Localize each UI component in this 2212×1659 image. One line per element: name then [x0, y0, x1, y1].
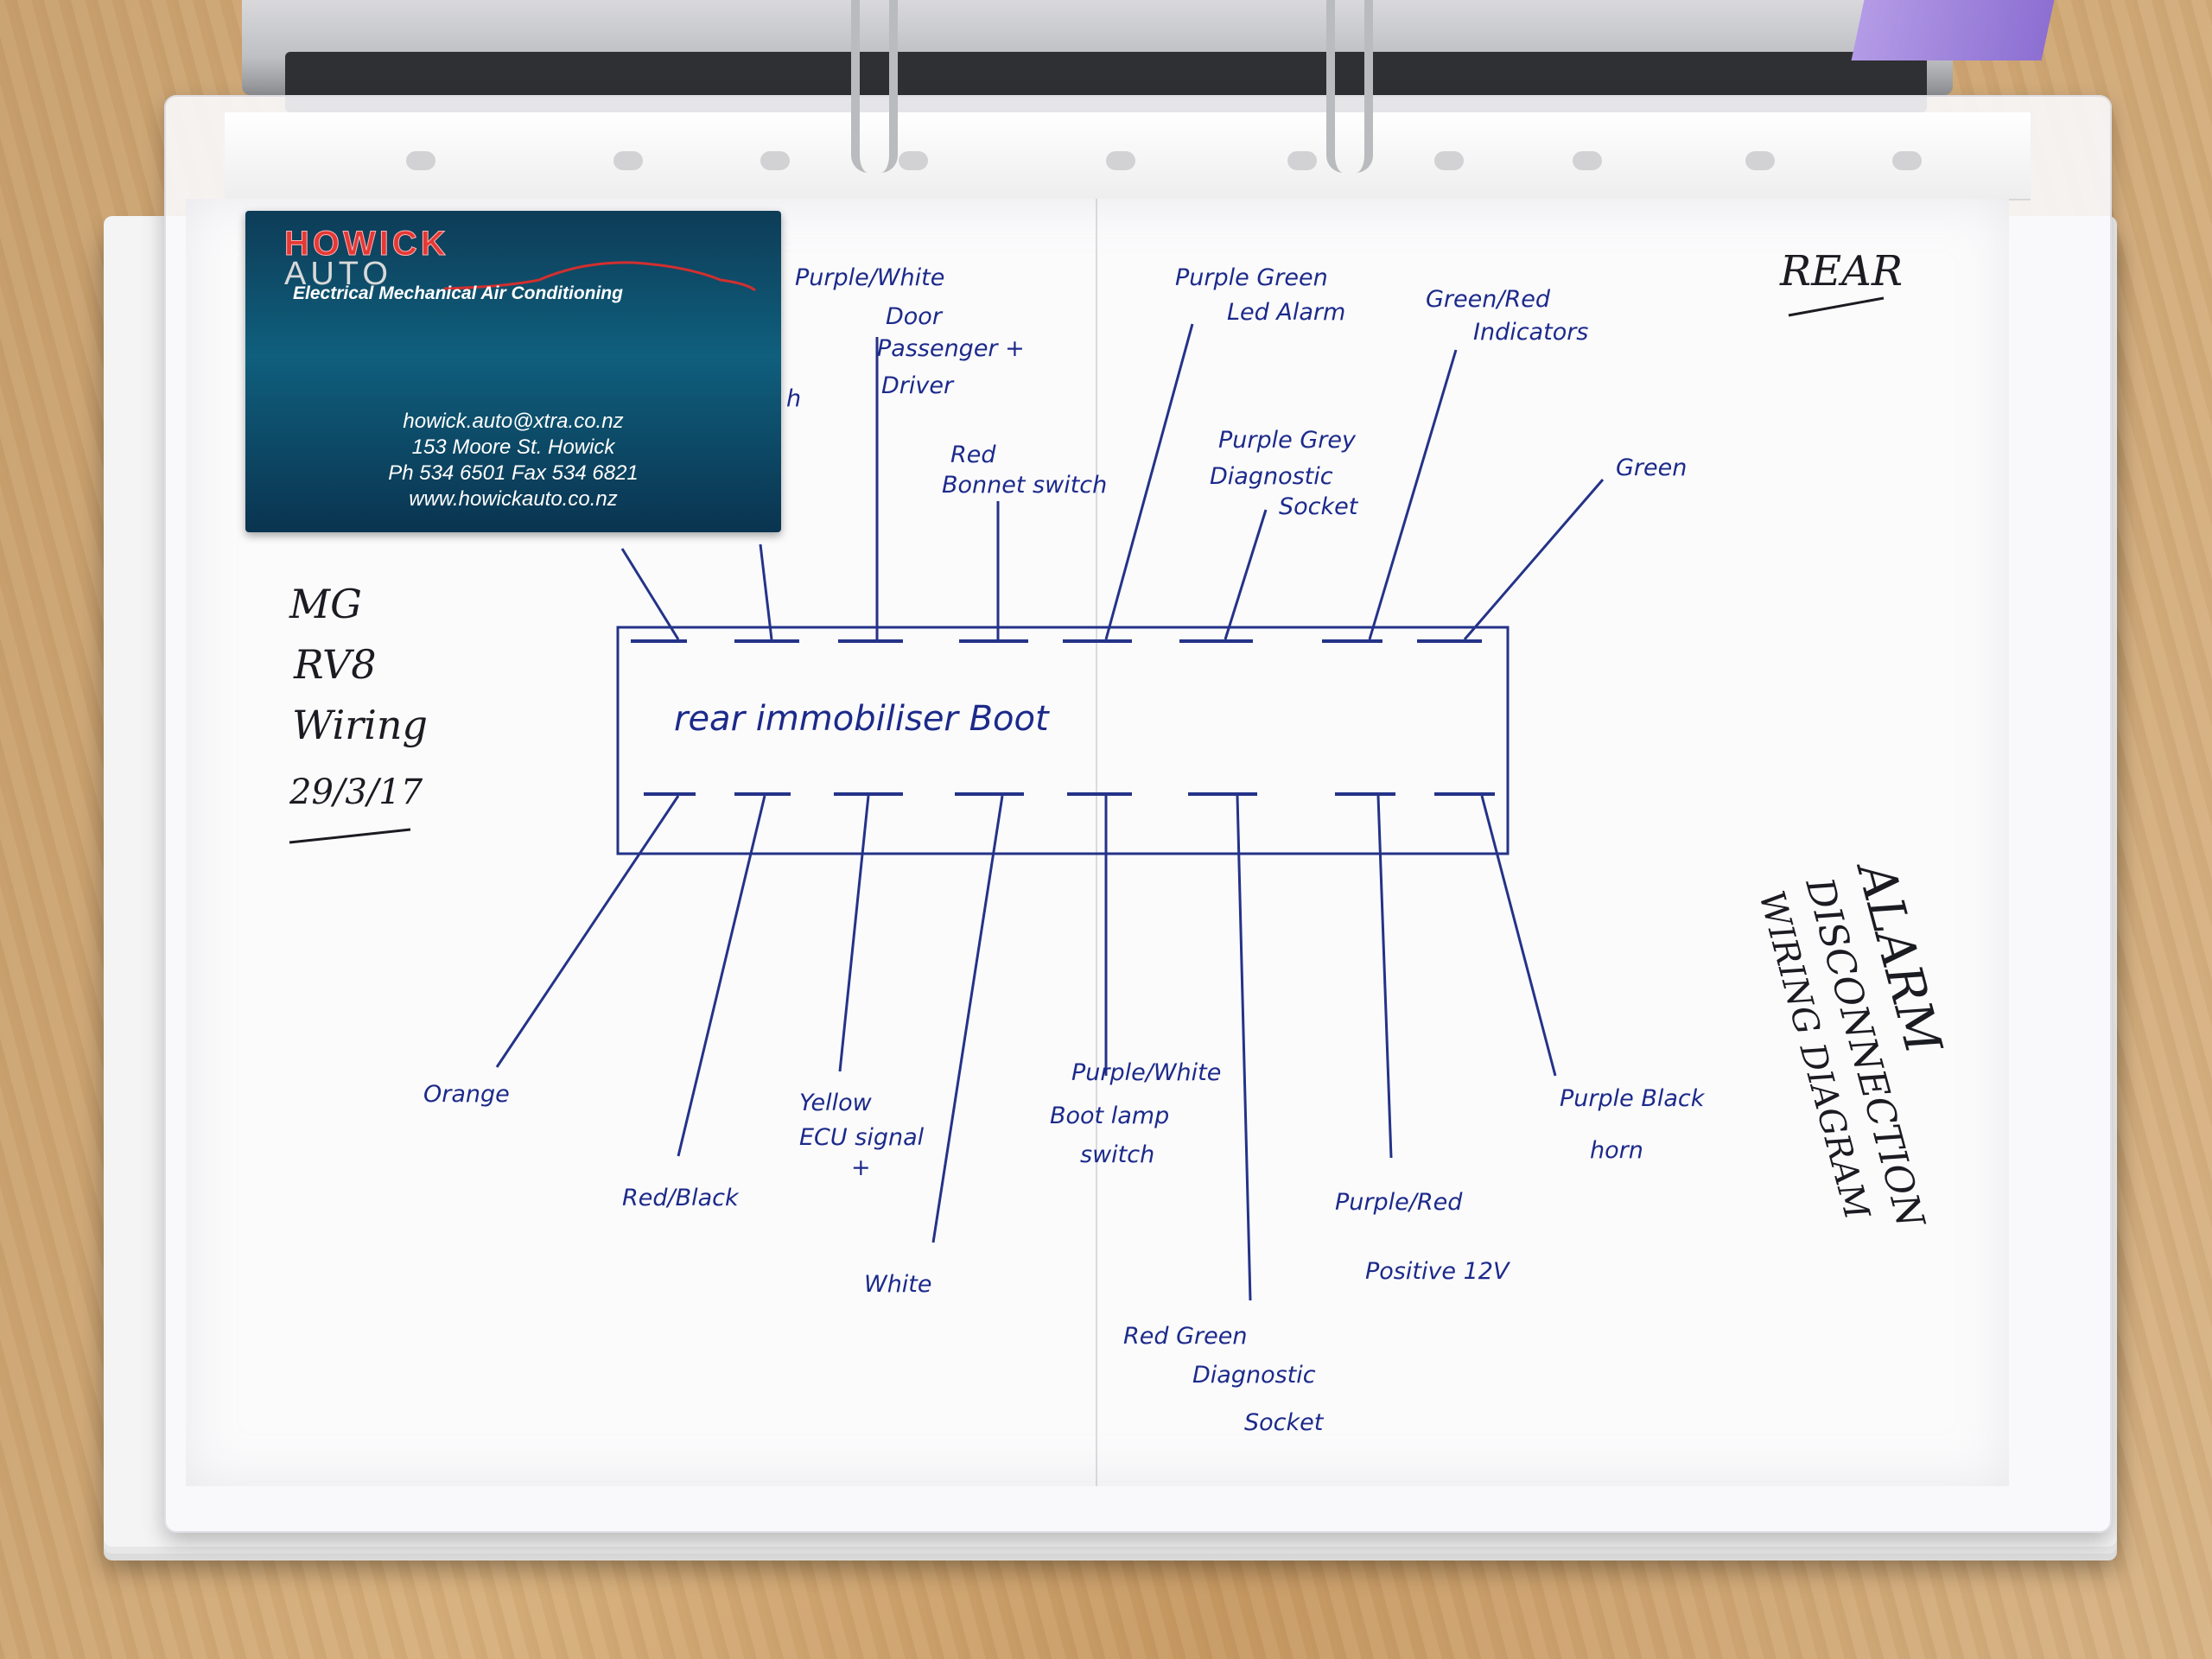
wire-note-bonnet-switch: Bonnet switch [942, 472, 1107, 499]
wire-label-purple-green: Purple Green [1175, 264, 1328, 291]
card-brand-auto: AUTO [284, 256, 392, 292]
wire-label-purple-white-top: Purple/White [795, 264, 944, 291]
wire-note-passenger: Passenger + [877, 335, 1025, 362]
card-tagline: Electrical Mechanical Air Conditioning [293, 283, 623, 303]
wire-note-positive-12v: Positive 12V [1365, 1258, 1511, 1285]
wire-note-indicators: Indicators [1473, 319, 1588, 346]
note-underline [289, 828, 411, 844]
card-website: www.howickauto.co.nz [409, 487, 618, 511]
wire-label-purple-grey: Purple Grey [1218, 427, 1357, 454]
punch-hole [406, 151, 435, 170]
note-rv8: RV8 [293, 641, 376, 688]
car-silhouette-icon [443, 261, 756, 292]
bottom-leader-lines [495, 795, 1557, 1301]
business-card: HOWICK AUTO Electrical Mechanical Air Co… [245, 211, 781, 532]
wire-label-purple-white-bottom: Purple/White [1071, 1059, 1221, 1086]
wire-label-yellow: Yellow [799, 1090, 873, 1116]
side-title: ALARM DISCONNECTION WIRING DIAGRAM [1751, 852, 1954, 1234]
wire-note-horn: horn [1590, 1137, 1643, 1164]
note-mg: MG [289, 581, 362, 627]
wire-label-green: Green [1616, 454, 1687, 481]
punch-hole [1892, 151, 1922, 170]
wire-note-led-alarm: Led Alarm [1227, 299, 1345, 326]
binder-ring-left [851, 0, 898, 173]
card-email: howick.auto@xtra.co.nz [403, 410, 624, 433]
punch-hole [613, 151, 643, 170]
wire-label-white: White [864, 1271, 932, 1298]
paper-fold-line [1096, 199, 1097, 1486]
note-wiring: Wiring [292, 702, 428, 748]
punch-hole [899, 151, 928, 170]
punch-hole [1434, 151, 1464, 170]
wire-label-purple-black: Purple Black [1560, 1085, 1706, 1112]
wire-label-orange: Orange [423, 1081, 510, 1108]
card-phone: Ph 534 6501 Fax 534 6821 [388, 461, 639, 485]
wire-note-socket: Socket [1279, 493, 1359, 520]
punch-hole [1287, 151, 1317, 170]
module-label: rear immobiliser Boot [674, 699, 1050, 739]
punch-hole-strip [225, 112, 2031, 200]
punch-hole [1745, 151, 1775, 170]
top-leader-lines [620, 323, 1605, 640]
wire-label-green-red: Green/Red [1426, 286, 1551, 313]
wire-note-plus: + [851, 1154, 871, 1181]
wire-note-switch: switch [1080, 1141, 1154, 1168]
wire-note-boot-lamp: Boot lamp [1050, 1103, 1169, 1129]
wire-note-socket-bottom: Socket [1244, 1409, 1325, 1436]
wire-label-red-green: Red Green [1123, 1323, 1247, 1350]
binder-ring-right [1326, 0, 1373, 173]
corner-label-rear: REAR [1779, 247, 1903, 296]
wire-note-ecu-signal: ECU signal [799, 1124, 925, 1151]
rear-underline [1788, 296, 1885, 317]
note-date: 29/3/17 [289, 772, 423, 812]
wire-note-diagnostic-bottom: Diagnostic [1192, 1362, 1316, 1389]
card-brand-howick: HOWICK [284, 225, 449, 264]
wire-label-red-black: Red/Black [622, 1185, 740, 1211]
wire-note-diagnostic: Diagnostic [1210, 463, 1333, 490]
card-address: 153 Moore St. Howick [411, 435, 615, 459]
wire-note-driver: Driver [881, 372, 955, 399]
wire-note-door: Door [886, 303, 944, 330]
module-box [616, 626, 1510, 855]
wire-label-red: Red [950, 442, 996, 468]
punch-hole [760, 151, 790, 170]
wire-label-purple-red: Purple/Red [1335, 1189, 1463, 1216]
punch-hole [1106, 151, 1135, 170]
wire-label-partial: h [786, 385, 801, 412]
punch-hole [1573, 151, 1602, 170]
